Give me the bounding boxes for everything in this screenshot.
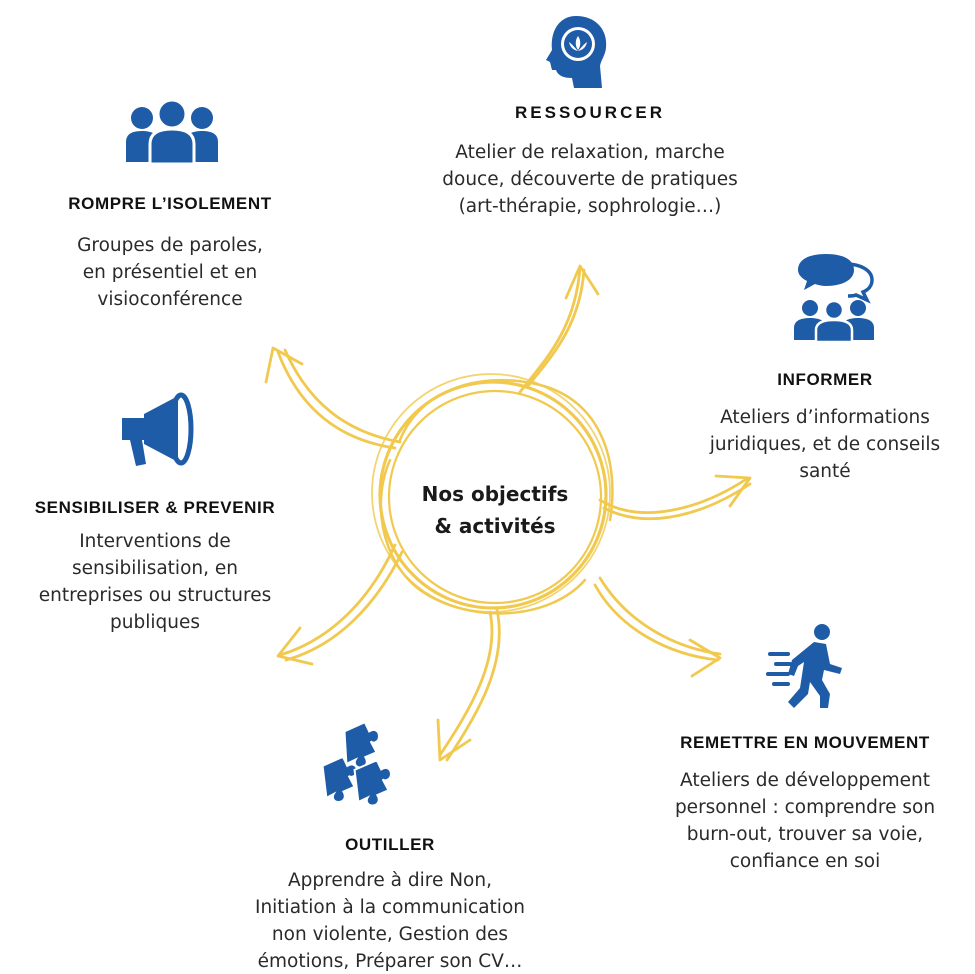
- desc-rompre: Groupes de paroles, en présentiel et en …: [40, 232, 300, 313]
- arrow-remettre: [593, 576, 722, 678]
- arrow-sensibiliser: [276, 543, 404, 666]
- desc-informer: Ateliers d’informations juridiques, et d…: [680, 404, 970, 485]
- head-lotus-icon: [546, 16, 607, 88]
- desc-line: Groupes de paroles,: [77, 235, 263, 256]
- desc-line: émotions, Préparer son CV…: [257, 951, 523, 972]
- title-sensibiliser: SENSIBILISER & PREVENIR: [34, 498, 276, 517]
- desc-remettre: Ateliers de développement personnel : co…: [640, 767, 970, 875]
- item-outiller: OUTILLER Apprendre à dire Non, Initiatio…: [190, 835, 590, 974]
- desc-line: juridiques, et de conseils: [709, 434, 941, 455]
- megaphone-icon: [122, 392, 194, 466]
- title-ressourcer: RESSOURCER: [515, 103, 665, 122]
- desc-line: Interventions de: [79, 531, 231, 552]
- desc-line: visioconférence: [97, 289, 243, 310]
- puzzle-icon: [321, 720, 392, 807]
- arrow-ressourcer: [518, 264, 600, 394]
- arrow-informer: [598, 474, 752, 521]
- running-person-icon: [766, 624, 842, 708]
- desc-line: (art-thérapie, sophrologie…): [458, 196, 722, 217]
- title-informer: INFORMER: [777, 370, 873, 389]
- swirl-circle: [371, 373, 614, 615]
- title-outiller: OUTILLER: [345, 835, 435, 854]
- center-line-2: & activités: [434, 514, 556, 538]
- desc-line: en présentiel et en: [82, 262, 258, 283]
- desc-line: Ateliers de développement: [680, 770, 930, 791]
- arrow-outiller: [436, 608, 501, 762]
- desc-line: publiques: [110, 612, 200, 633]
- center-label: Nos objectifs & activités: [395, 478, 595, 542]
- desc-line: personnel : comprendre son: [674, 797, 936, 818]
- title-rompre: ROMPRE L’ISOLEMENT: [68, 194, 272, 213]
- desc-line: Initiation à la communication: [254, 897, 525, 918]
- title-remettre: REMETTRE EN MOUVEMENT: [680, 733, 930, 752]
- item-sensibiliser: SENSIBILISER & PREVENIR Interventions de…: [0, 498, 310, 636]
- desc-sensibiliser: Interventions de sensibilisation, en ent…: [0, 528, 310, 636]
- item-informer: INFORMER Ateliers d’informations juridiq…: [680, 370, 970, 485]
- center-line-1: Nos objectifs: [421, 482, 569, 506]
- desc-line: Atelier de relaxation, marche: [455, 142, 725, 163]
- desc-ressourcer: Atelier de relaxation, marche douce, déc…: [400, 139, 780, 220]
- item-ressourcer: RESSOURCER Atelier de relaxation, marche…: [400, 103, 780, 220]
- desc-line: entreprises ou structures: [38, 585, 272, 606]
- desc-line: douce, découverte de pratiques: [442, 169, 738, 190]
- group-people-icon: [126, 98, 218, 164]
- desc-line: burn-out, trouver sa voie,: [686, 824, 924, 845]
- desc-line: confiance en soi: [729, 851, 881, 872]
- desc-line: Apprendre à dire Non,: [288, 870, 492, 891]
- item-rompre: ROMPRE L’ISOLEMENT Groupes de paroles, e…: [40, 194, 300, 313]
- arrow-rompre: [264, 346, 402, 450]
- desc-line: non violente, Gestion des: [271, 924, 509, 945]
- desc-line: santé: [799, 461, 851, 482]
- desc-outiller: Apprendre à dire Non, Initiation à la co…: [190, 867, 590, 974]
- item-remettre: REMETTRE EN MOUVEMENT Ateliers de dévelo…: [640, 733, 970, 875]
- desc-line: Ateliers d’informations: [720, 407, 930, 428]
- desc-line: sensibilisation, en: [72, 558, 238, 579]
- speech-group-icon: [794, 254, 874, 342]
